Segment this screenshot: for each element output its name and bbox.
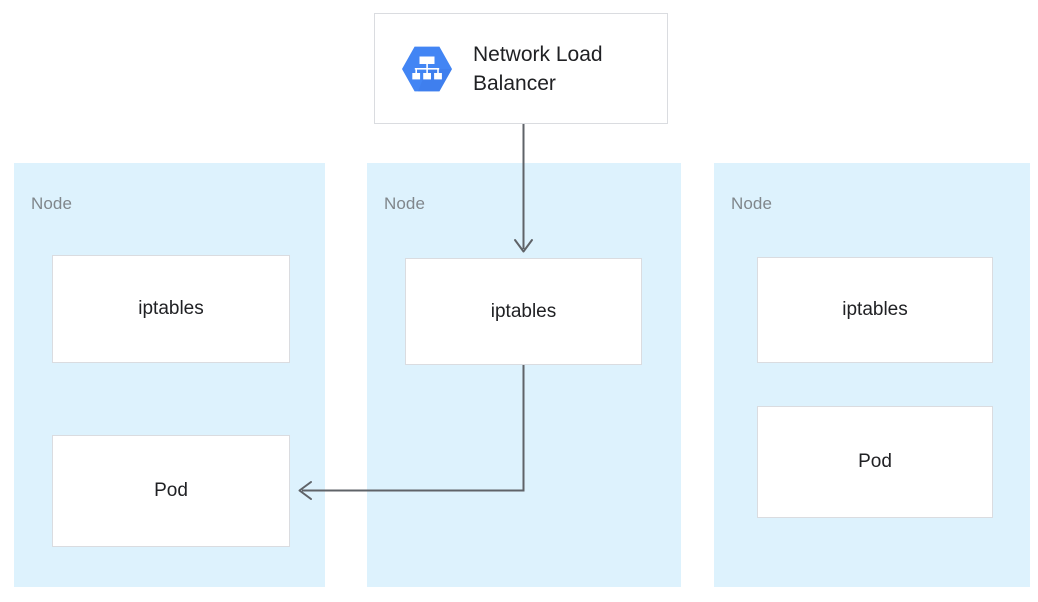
- node-label-3: Node: [731, 194, 773, 213]
- node-panel-2: Node iptables: [367, 163, 681, 587]
- node-3-iptables-box: iptables: [757, 257, 993, 363]
- node-1-iptables-label: iptables: [138, 298, 204, 319]
- node-3-pod-box: Pod: [757, 406, 993, 518]
- node-panel-3: Node iptables Pod: [714, 163, 1030, 587]
- node-1-pod-box: Pod: [52, 435, 290, 547]
- network-load-balancer-label-line2: Balancer: [473, 71, 556, 95]
- network-load-balancer-card: Network Load Balancer: [374, 13, 668, 124]
- node-1-pod-label: Pod: [154, 480, 188, 501]
- node-label-2: Node: [384, 194, 426, 213]
- node-3-iptables-label: iptables: [842, 299, 908, 320]
- node-2-iptables-box: iptables: [405, 258, 642, 365]
- node-1-iptables-box: iptables: [52, 255, 290, 363]
- network-load-balancer-label-line1: Network Load: [473, 42, 603, 66]
- node-2-iptables-label: iptables: [490, 300, 557, 322]
- network-load-balancer-label: Network Load Balancer: [473, 40, 603, 98]
- node-3-pod-label: Pod: [858, 451, 892, 472]
- node-panel-1: Node iptables Pod: [14, 163, 325, 587]
- network-load-balancer-icon: [402, 46, 452, 91]
- node-label-1: Node: [31, 194, 73, 213]
